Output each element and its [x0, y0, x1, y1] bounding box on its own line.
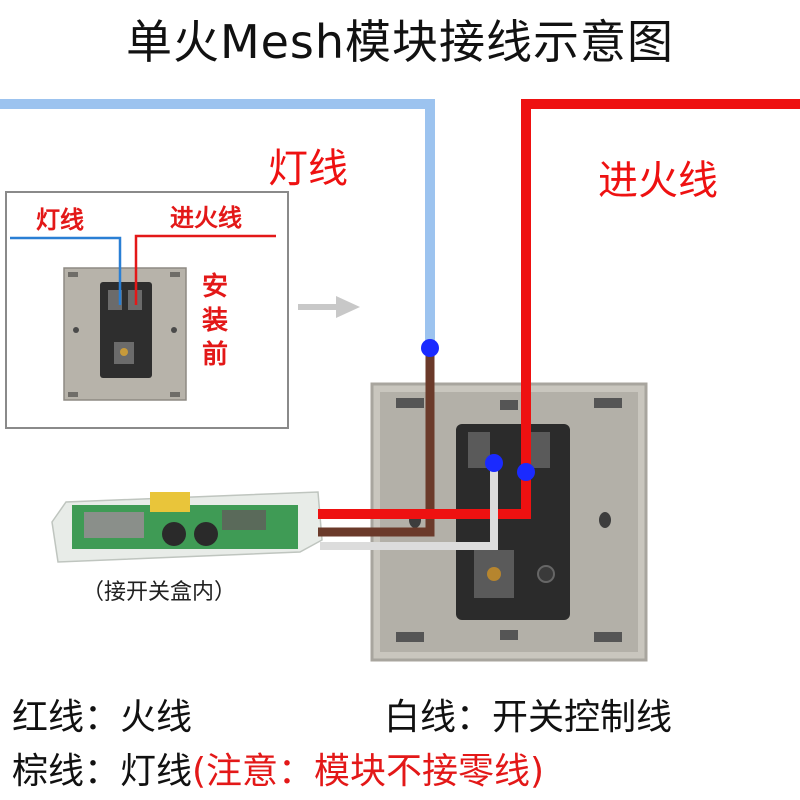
terminal-dot-lamp	[421, 339, 439, 357]
diagram-title: 单火Mesh模块接线示意图	[125, 15, 675, 69]
lamp-wire-label: 灯线	[268, 146, 348, 192]
blue-lamp-wire	[0, 99, 435, 346]
terminal-dot-switch-right	[517, 463, 535, 481]
inset-lamp-wire-label: 灯线	[36, 206, 84, 234]
mesh-module	[51, 491, 323, 563]
legend-white-wire: 白线：开关控制线	[384, 697, 673, 738]
inset-lamp-wire	[10, 236, 122, 305]
inset-live-in-label: 进火线	[170, 204, 242, 232]
main-switch-panel	[370, 382, 648, 662]
legend-brown-wire-text: 棕线：灯线	[12, 751, 193, 792]
terminal-dot-switch-left	[485, 454, 503, 472]
legend-note: (注意：模块不接零线)	[192, 751, 545, 792]
inset-live-wire	[134, 234, 276, 305]
inset-switch-panel	[63, 267, 187, 401]
module-caption: （接开关盒内）	[82, 580, 237, 605]
white-control-wire	[320, 468, 498, 550]
right-arrow-icon	[298, 296, 360, 318]
live-in-label: 进火线	[598, 158, 718, 204]
inset-before-install-label: 安 装 前	[201, 272, 228, 370]
legend-brown-wire: 棕线：灯线(注意：模块不接零线)	[12, 742, 544, 794]
brown-lamp-wire	[318, 350, 435, 537]
red-live-wire	[318, 99, 800, 519]
legend-red-wire: 红线：火线	[12, 697, 193, 738]
